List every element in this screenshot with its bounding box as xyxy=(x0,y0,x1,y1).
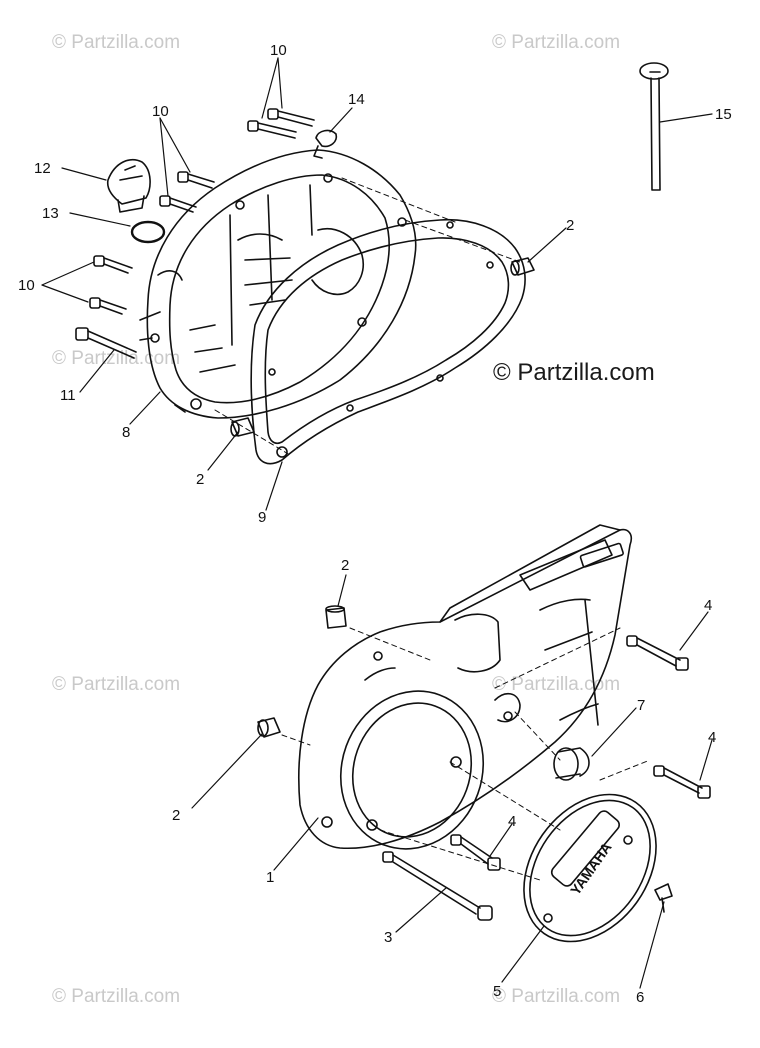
part-9-gasket xyxy=(250,218,526,465)
callout-1: 1 xyxy=(266,869,274,886)
callout-10: 10 xyxy=(270,42,287,59)
part-7-plug xyxy=(553,747,590,781)
callout-10: 10 xyxy=(18,277,35,294)
part-2-dowel-pin-top-left xyxy=(230,417,255,437)
part-2-dowel-pin-bottom-upper xyxy=(325,605,347,629)
part-2-dowel-pin-top-right xyxy=(510,257,535,276)
callout-5: 5 xyxy=(493,983,501,1000)
watermark: © Partzilla.com xyxy=(492,32,621,53)
part-3-long-bolt xyxy=(382,851,493,921)
callout-labels: 10 14 10 12 13 10 11 8 2 9 2 15 2 4 7 4 … xyxy=(18,42,732,1006)
callout-2: 2 xyxy=(196,471,204,488)
callout-2: 2 xyxy=(341,557,349,574)
callout-4: 4 xyxy=(704,597,712,614)
part-11-long-bolt xyxy=(75,327,137,359)
alignment-lines-top xyxy=(214,177,521,456)
part-6-screw xyxy=(654,883,673,913)
leader-lines xyxy=(41,57,713,989)
callout-8: 8 xyxy=(122,424,130,441)
watermark: © Partzilla.com xyxy=(52,348,181,369)
watermark: © Partzilla.com xyxy=(52,32,181,53)
watermark-main: © Partzilla.com xyxy=(493,359,655,386)
callout-12: 12 xyxy=(34,160,51,177)
brand-badge-text: YAMAHA xyxy=(567,839,615,897)
callout-11: 11 xyxy=(60,387,76,404)
part-15-dipstick xyxy=(639,62,669,191)
watermark: © Partzilla.com xyxy=(492,986,621,1007)
callout-15: 15 xyxy=(715,106,732,123)
part-1-crankcase-cover xyxy=(298,524,633,850)
callout-4: 4 xyxy=(708,729,716,746)
part-5-cover-plate xyxy=(523,793,657,943)
part-8-crankcase-cover xyxy=(139,149,417,419)
callout-2: 2 xyxy=(566,217,574,234)
callout-10: 10 xyxy=(152,103,169,120)
callout-4: 4 xyxy=(508,813,516,830)
part-13-o-ring xyxy=(130,220,166,244)
watermark: © Partzilla.com xyxy=(52,986,181,1007)
watermark: © Partzilla.com xyxy=(492,674,621,695)
callout-7: 7 xyxy=(637,697,645,714)
callout-9: 9 xyxy=(258,509,266,526)
alignment-lines-bottom xyxy=(281,627,651,881)
callout-2: 2 xyxy=(172,807,180,824)
callout-13: 13 xyxy=(42,205,59,222)
part-10-screws xyxy=(89,108,315,315)
callout-3: 3 xyxy=(384,929,392,946)
callout-6: 6 xyxy=(636,989,644,1006)
part-14-clamp xyxy=(313,129,338,159)
part-4-screws xyxy=(450,635,711,871)
watermark: © Partzilla.com xyxy=(52,674,181,695)
part-2-dowel-pin-bottom-left xyxy=(257,717,281,738)
part-12-filler-cap xyxy=(106,158,151,213)
callout-14: 14 xyxy=(348,91,365,108)
